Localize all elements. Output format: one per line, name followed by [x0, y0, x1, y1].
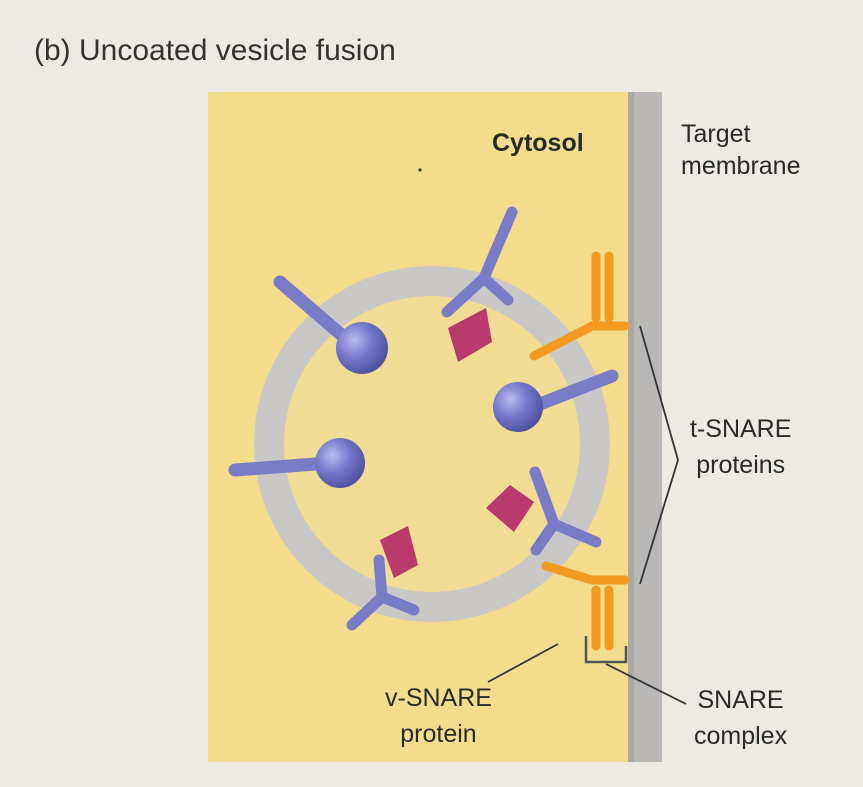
membrane-protein-3	[493, 369, 619, 432]
t-snare-label-line1: t-SNARE	[690, 415, 792, 443]
v-snare-leader	[487, 643, 559, 683]
cargo-molecule-2	[486, 485, 534, 532]
v-snare-label-line2: protein	[400, 720, 477, 748]
snare-complex-label: SNARE complex	[694, 682, 787, 754]
snare-complex-bracket	[584, 636, 628, 664]
cargo-receptor-2	[529, 466, 602, 556]
snare-complex-leader	[605, 663, 687, 705]
target-label-line1: Target	[681, 120, 751, 148]
cargo-receptor-1	[441, 206, 518, 318]
cargo-receptor-3	[346, 554, 420, 631]
panel-title: (b) Uncoated vesicle fusion	[34, 34, 396, 67]
cytosol-dot	[418, 168, 422, 172]
target-membrane-label: Target membrane	[681, 118, 801, 182]
t-snare-bracket	[639, 325, 679, 585]
target-label-line2: membrane	[681, 152, 801, 180]
v-snare-label-line1: v-SNARE	[385, 684, 492, 712]
t-snare-protein-lower	[541, 561, 630, 651]
t-snare-label: t-SNARE proteins	[690, 411, 791, 483]
snare-complex-label-line1: SNARE	[697, 686, 784, 714]
membrane-protein-2	[228, 438, 365, 488]
cytosol-label: Cytosol	[492, 129, 584, 157]
t-snare-label-line2: proteins	[696, 451, 786, 479]
v-snare-label: v-SNARE protein	[385, 680, 492, 752]
snare-complex-label-line2: complex	[694, 722, 788, 750]
membrane-protein-1	[273, 275, 388, 374]
target-membrane-edge	[628, 92, 634, 762]
cargo-molecule-3	[380, 526, 418, 578]
cargo-molecule-1	[448, 308, 492, 362]
t-snare-protein-upper	[529, 251, 630, 361]
